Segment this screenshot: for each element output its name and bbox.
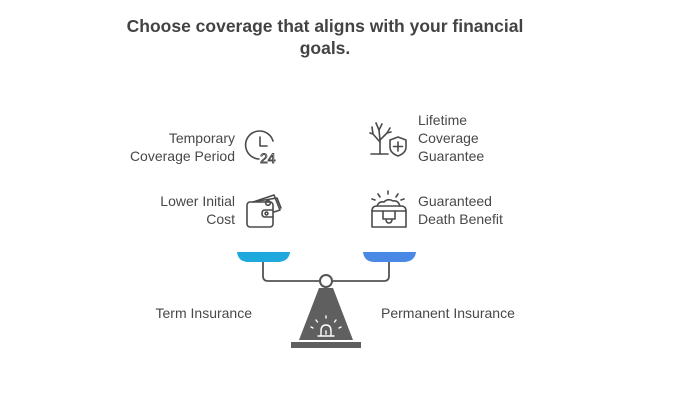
right-pan [363,252,416,262]
tree-shield-icon [369,122,407,157]
term-insurance-label: Term Insurance [155,305,252,321]
wallet-cash-icon [246,194,282,228]
feature-lower-cost-label: Lower Initial Cost [160,193,235,227]
left-pan [237,252,290,262]
feature-lifetime-coverage-label: Lifetime Coverage Guarantee [418,112,485,164]
clock-24-icon: 24 [244,130,276,166]
permanent-insurance-label: Permanent Insurance [381,305,515,321]
feature-temporary-coverage-label: Temporary Coverage Period [129,130,235,164]
lightbulb-icon [310,315,342,337]
pivot-circle [319,274,333,288]
scale-beam [262,262,390,282]
feature-death-benefit-label: Guaranteed Death Benefit [418,193,503,227]
page-title: Choose coverage that aligns with your fi… [126,16,524,58]
fulcrum-foot [291,342,361,348]
svg-text:24: 24 [260,150,276,166]
treasure-chest-icon [371,190,407,228]
